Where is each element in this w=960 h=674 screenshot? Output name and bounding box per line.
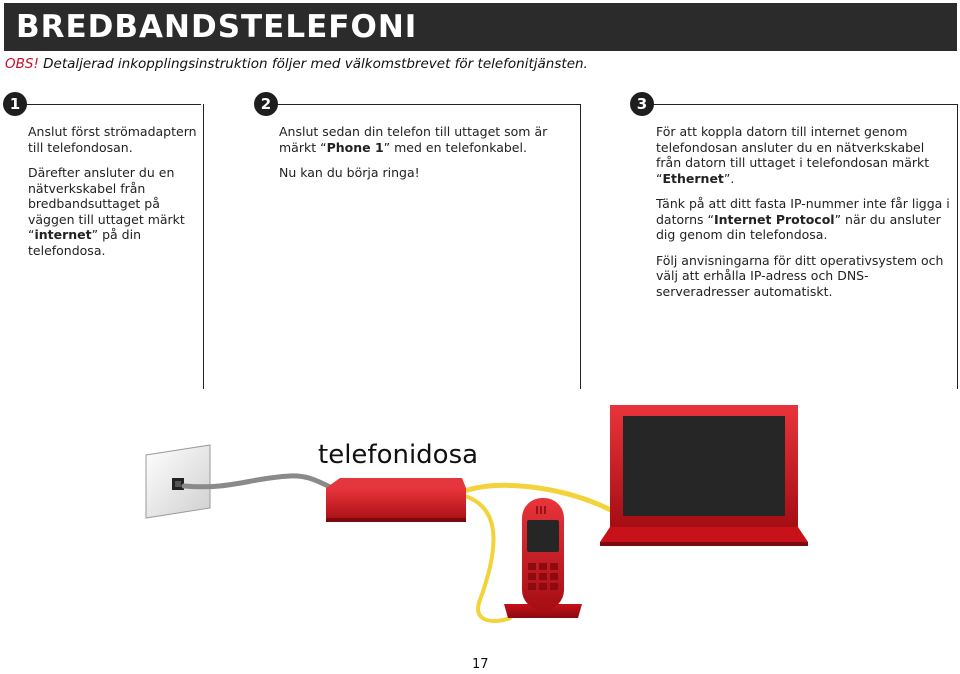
note-text: Detaljerad inkopplingsinstruktion följer… <box>38 56 588 72</box>
step-1-number: 1 <box>3 92 27 116</box>
telephone-box <box>326 478 466 522</box>
step-3-paragraph-1: För att koppla datorn till internet geno… <box>656 124 930 186</box>
page-number: 17 <box>472 657 489 672</box>
step-2-paragraph-2: Nu kan du börja ringa! <box>279 165 420 180</box>
step-3-divider <box>642 104 958 105</box>
step-3-paragraph-3: Följ anvisningarna för ditt operativsyst… <box>656 252 944 299</box>
note-prefix: OBS! <box>5 56 39 72</box>
step-1-paragraph-2: Därefter ansluter du en nätverkskabel fr… <box>28 165 185 258</box>
illustration-label: telefonidosa <box>318 440 479 470</box>
laptop <box>600 405 808 546</box>
wall-socket <box>145 444 211 519</box>
step-3-paragraph-2: Tänk på att ditt fasta IP-nummer inte få… <box>656 196 950 242</box>
step-3-text: För att koppla datorn till internet geno… <box>656 124 952 309</box>
step-3-number: 3 <box>630 92 654 116</box>
step-1-divider <box>18 104 201 105</box>
title-bar: BREDBANDSTELEFONI <box>4 3 957 51</box>
step-1-text: Anslut först strömadaptern till telefond… <box>28 124 200 268</box>
step-2-number: 2 <box>254 92 278 116</box>
cordless-phone <box>504 498 582 618</box>
page-title: BREDBANDSTELEFONI <box>16 9 418 45</box>
step-1-rule <box>203 104 204 389</box>
intro-note: OBS! Detaljerad inkopplingsinstruktion f… <box>5 56 588 72</box>
network-cable-grey <box>181 473 338 492</box>
step-1-paragraph-1: Anslut först strömadaptern till telefond… <box>28 124 197 155</box>
step-2-rule <box>580 104 581 389</box>
step-3-rule <box>957 104 958 389</box>
step-2-text: Anslut sedan din telefon till uttaget so… <box>279 124 569 191</box>
step-2-paragraph-1: Anslut sedan din telefon till uttaget so… <box>279 124 548 155</box>
step-2-divider <box>260 104 580 105</box>
phone-cable-yellow <box>463 494 512 623</box>
